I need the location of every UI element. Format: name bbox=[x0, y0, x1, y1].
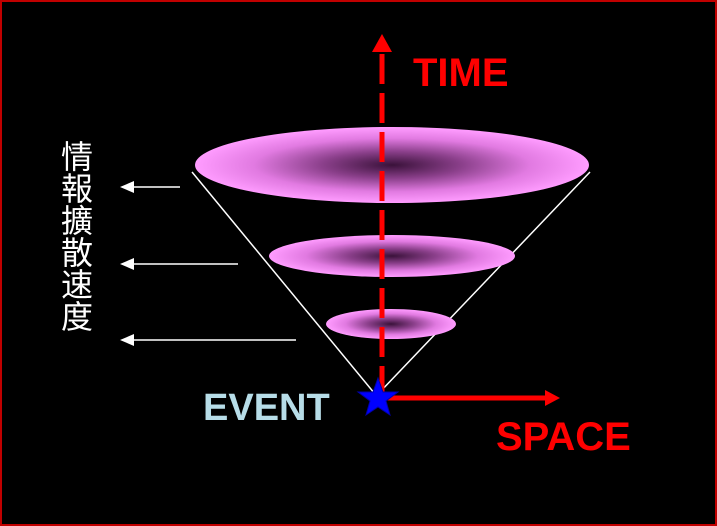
arrow-small-head bbox=[120, 334, 134, 346]
cone-right-line bbox=[378, 172, 590, 394]
time-label: TIME bbox=[413, 51, 509, 95]
arrow-large-head bbox=[120, 181, 134, 193]
event-star bbox=[358, 378, 398, 415]
info-spread-speed-caption: 情報擴散速度 bbox=[58, 140, 94, 332]
cone-left-line bbox=[192, 172, 375, 394]
space-label: SPACE bbox=[496, 415, 631, 459]
disk-medium bbox=[269, 235, 515, 277]
event-label: EVENT bbox=[203, 387, 330, 429]
disk-small bbox=[326, 309, 456, 339]
space-axis-arrowhead bbox=[545, 390, 560, 406]
arrow-medium-head bbox=[120, 258, 134, 270]
disk-large bbox=[195, 127, 589, 203]
time-axis-arrowhead bbox=[372, 34, 392, 52]
